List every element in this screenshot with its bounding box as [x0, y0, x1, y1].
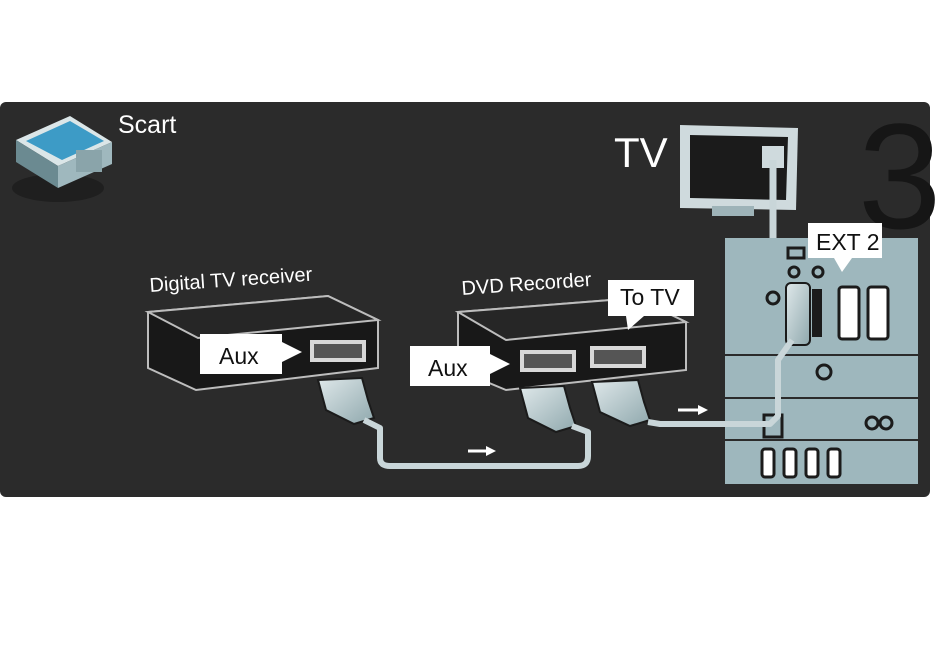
recorder-aux-label: Aux — [428, 355, 468, 381]
receiver-aux-label: Aux — [219, 343, 259, 369]
ext2-label: EXT 2 — [816, 229, 880, 255]
ext2-plug — [786, 283, 822, 345]
to-tv-label: To TV — [620, 284, 680, 310]
scart-label: Scart — [118, 111, 176, 139]
tv-label: TV — [614, 129, 668, 176]
tv-icon — [680, 125, 798, 216]
tv-back-panel — [725, 223, 918, 484]
